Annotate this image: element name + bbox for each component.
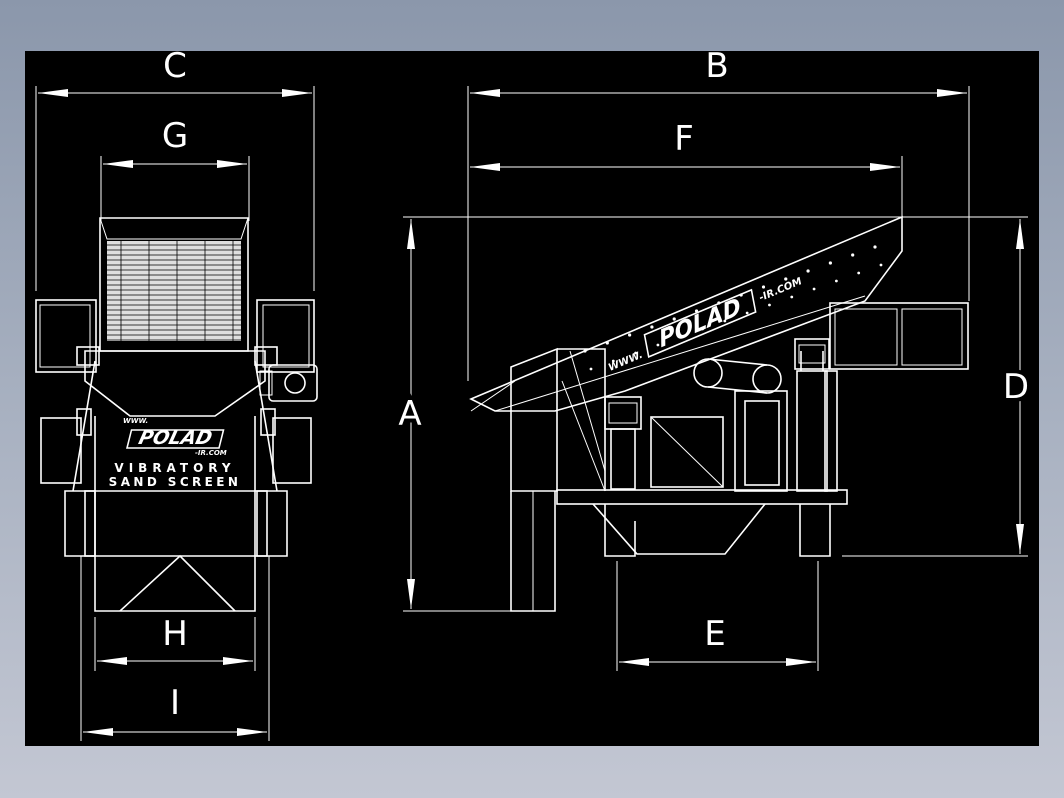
side-motor: [650, 358, 788, 492]
dimension-label-f: F: [674, 119, 694, 159]
dimension-d: D: [842, 216, 1033, 557]
dimension-e: E: [616, 561, 819, 671]
front-brand-prefix: WWW.: [123, 417, 148, 425]
front-brand-suffix: -IR.COM: [195, 449, 227, 457]
dimension-h: H: [94, 614, 256, 671]
dimension-f: F: [470, 119, 903, 219]
dimension-label-i: I: [170, 683, 180, 723]
technical-drawing: C G: [35, 51, 1033, 741]
side-view: B F A D: [394, 51, 1033, 671]
dimension-c: C: [35, 51, 315, 291]
dimension-label-c: C: [163, 51, 187, 86]
product-line-2: SAND SCREEN: [109, 475, 242, 489]
dimension-label-h: H: [162, 614, 188, 654]
dimension-i: I: [80, 556, 270, 741]
dimension-a: A: [394, 216, 902, 612]
cad-drawing-canvas[interactable]: C G: [25, 51, 1039, 746]
dimension-label-d: D: [1003, 367, 1029, 407]
dimension-label-g: G: [162, 116, 188, 156]
side-brand-suffix: -IR.COM: [758, 276, 804, 304]
dimension-label-b: B: [705, 51, 728, 86]
dimension-label-e: E: [704, 614, 725, 654]
spring-right: [254, 346, 278, 436]
screen-mesh: [107, 241, 241, 341]
side-spring-left: [604, 396, 642, 490]
front-brand: POLAD: [136, 426, 214, 449]
side-spring-right: [794, 338, 830, 370]
dimension-g: G: [100, 116, 250, 221]
spring-left: [76, 346, 100, 436]
product-line-1: VIBRATORY: [114, 461, 235, 475]
dimension-label-a: A: [398, 394, 421, 434]
front-view: C G: [35, 51, 318, 741]
motor: [259, 364, 318, 402]
dimension-b: B: [467, 51, 970, 381]
